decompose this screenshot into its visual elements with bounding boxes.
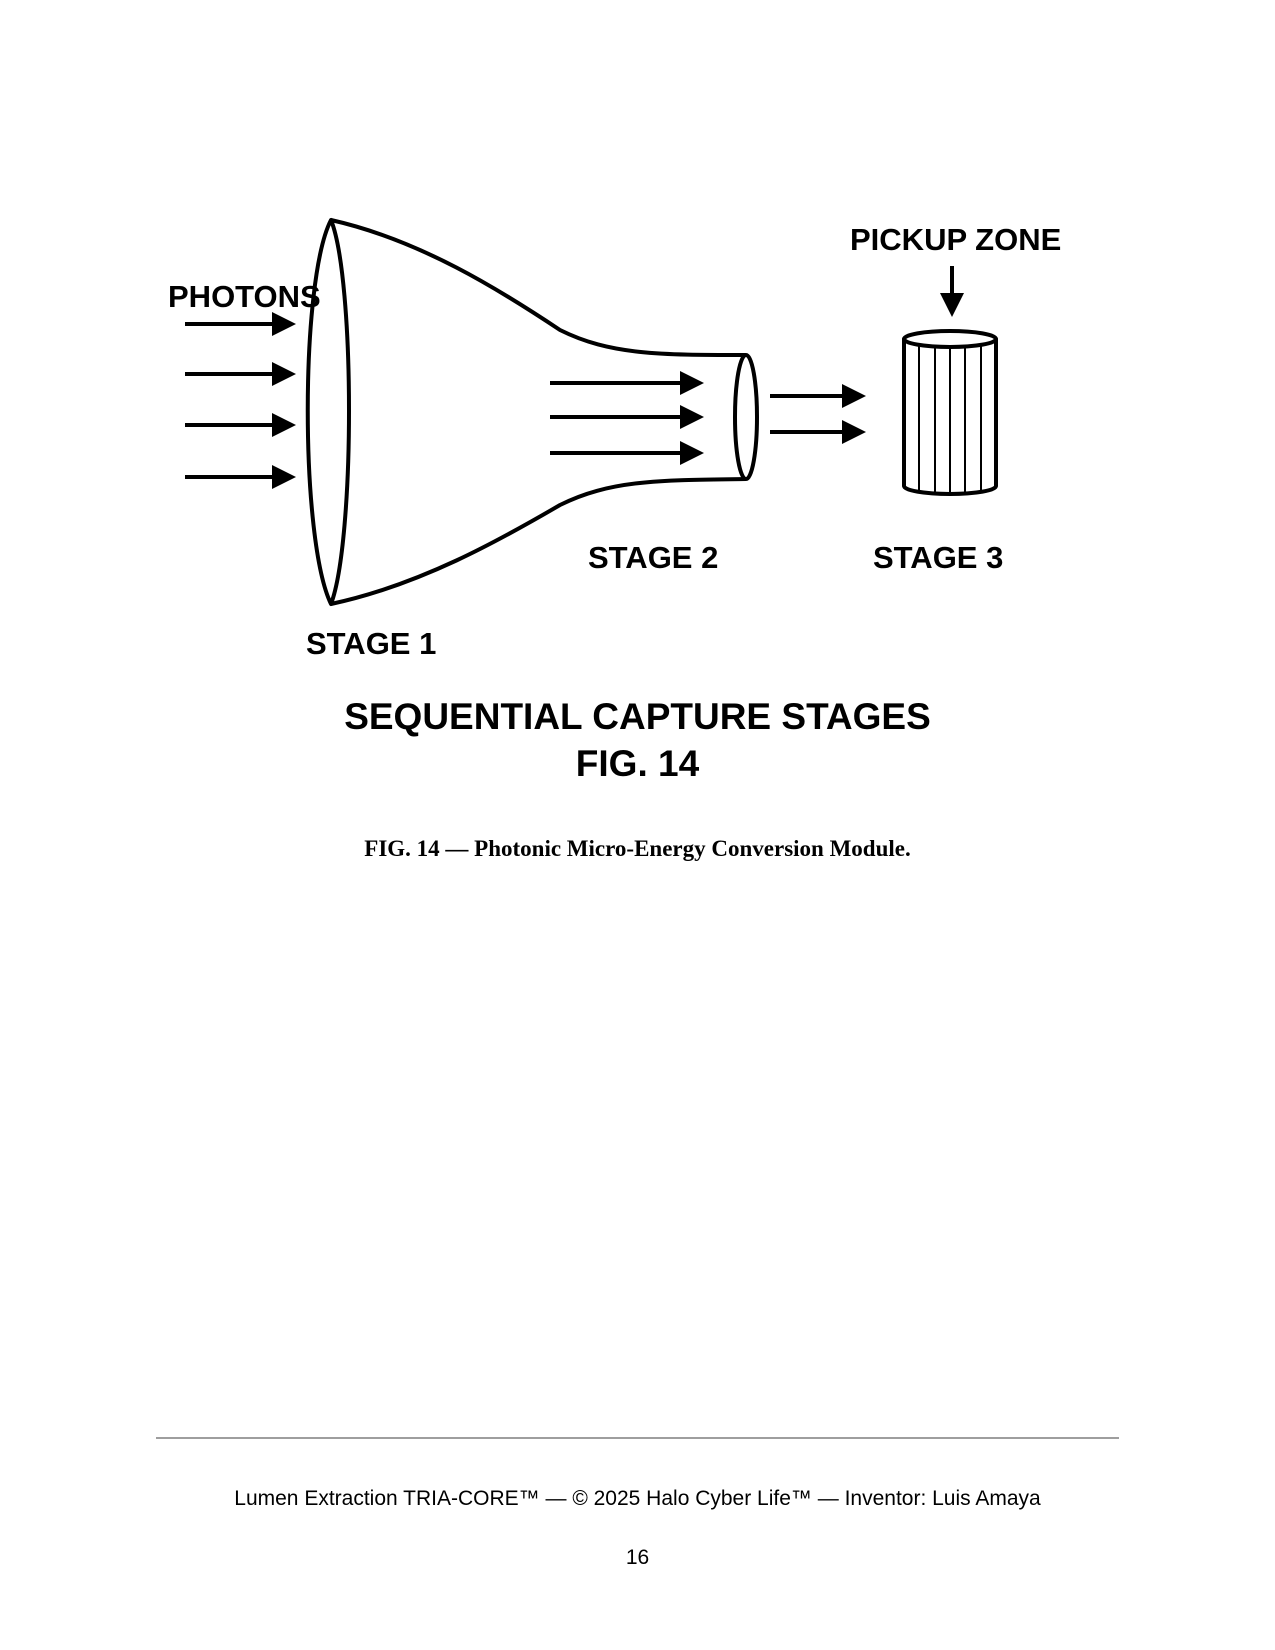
figure-caption: FIG. 14 — Photonic Micro-Energy Conversi… (364, 836, 911, 861)
stage2-outlet-ring (733, 353, 759, 481)
footer-text: Lumen Extraction TRIA-CORE™ — © 2025 Hal… (234, 1487, 1041, 1510)
transfer-arrows (770, 384, 866, 444)
photons-label: PHOTONS (168, 279, 321, 314)
cylinder-top (902, 329, 998, 349)
cylinder-ribs (918, 344, 982, 494)
stage1-lens (305, 218, 351, 606)
photon-arrows (185, 312, 296, 489)
funnel-collector (305, 218, 759, 606)
stage2-arrows (550, 371, 704, 465)
stage1-label: STAGE 1 (306, 626, 437, 661)
page-number: 16 (625, 1546, 650, 1569)
stage3-cylinder (902, 329, 998, 496)
footer-divider (156, 1437, 1119, 1439)
diagram-title: SEQUENTIAL CAPTURE STAGES (344, 696, 931, 737)
figure-14: PHOTONS PICKUP ZONE STAGE 1 STAGE 2 STAG… (0, 0, 1275, 800)
stage3-label: STAGE 3 (873, 540, 1004, 575)
funnel-upper-contour (330, 218, 747, 357)
figure-number: FIG. 14 (575, 743, 700, 784)
capture-stages-diagram (185, 218, 998, 606)
pickup-zone-label: PICKUP ZONE (850, 222, 1062, 257)
stage2-label: STAGE 2 (588, 540, 719, 575)
funnel-lower-contour (330, 477, 747, 606)
